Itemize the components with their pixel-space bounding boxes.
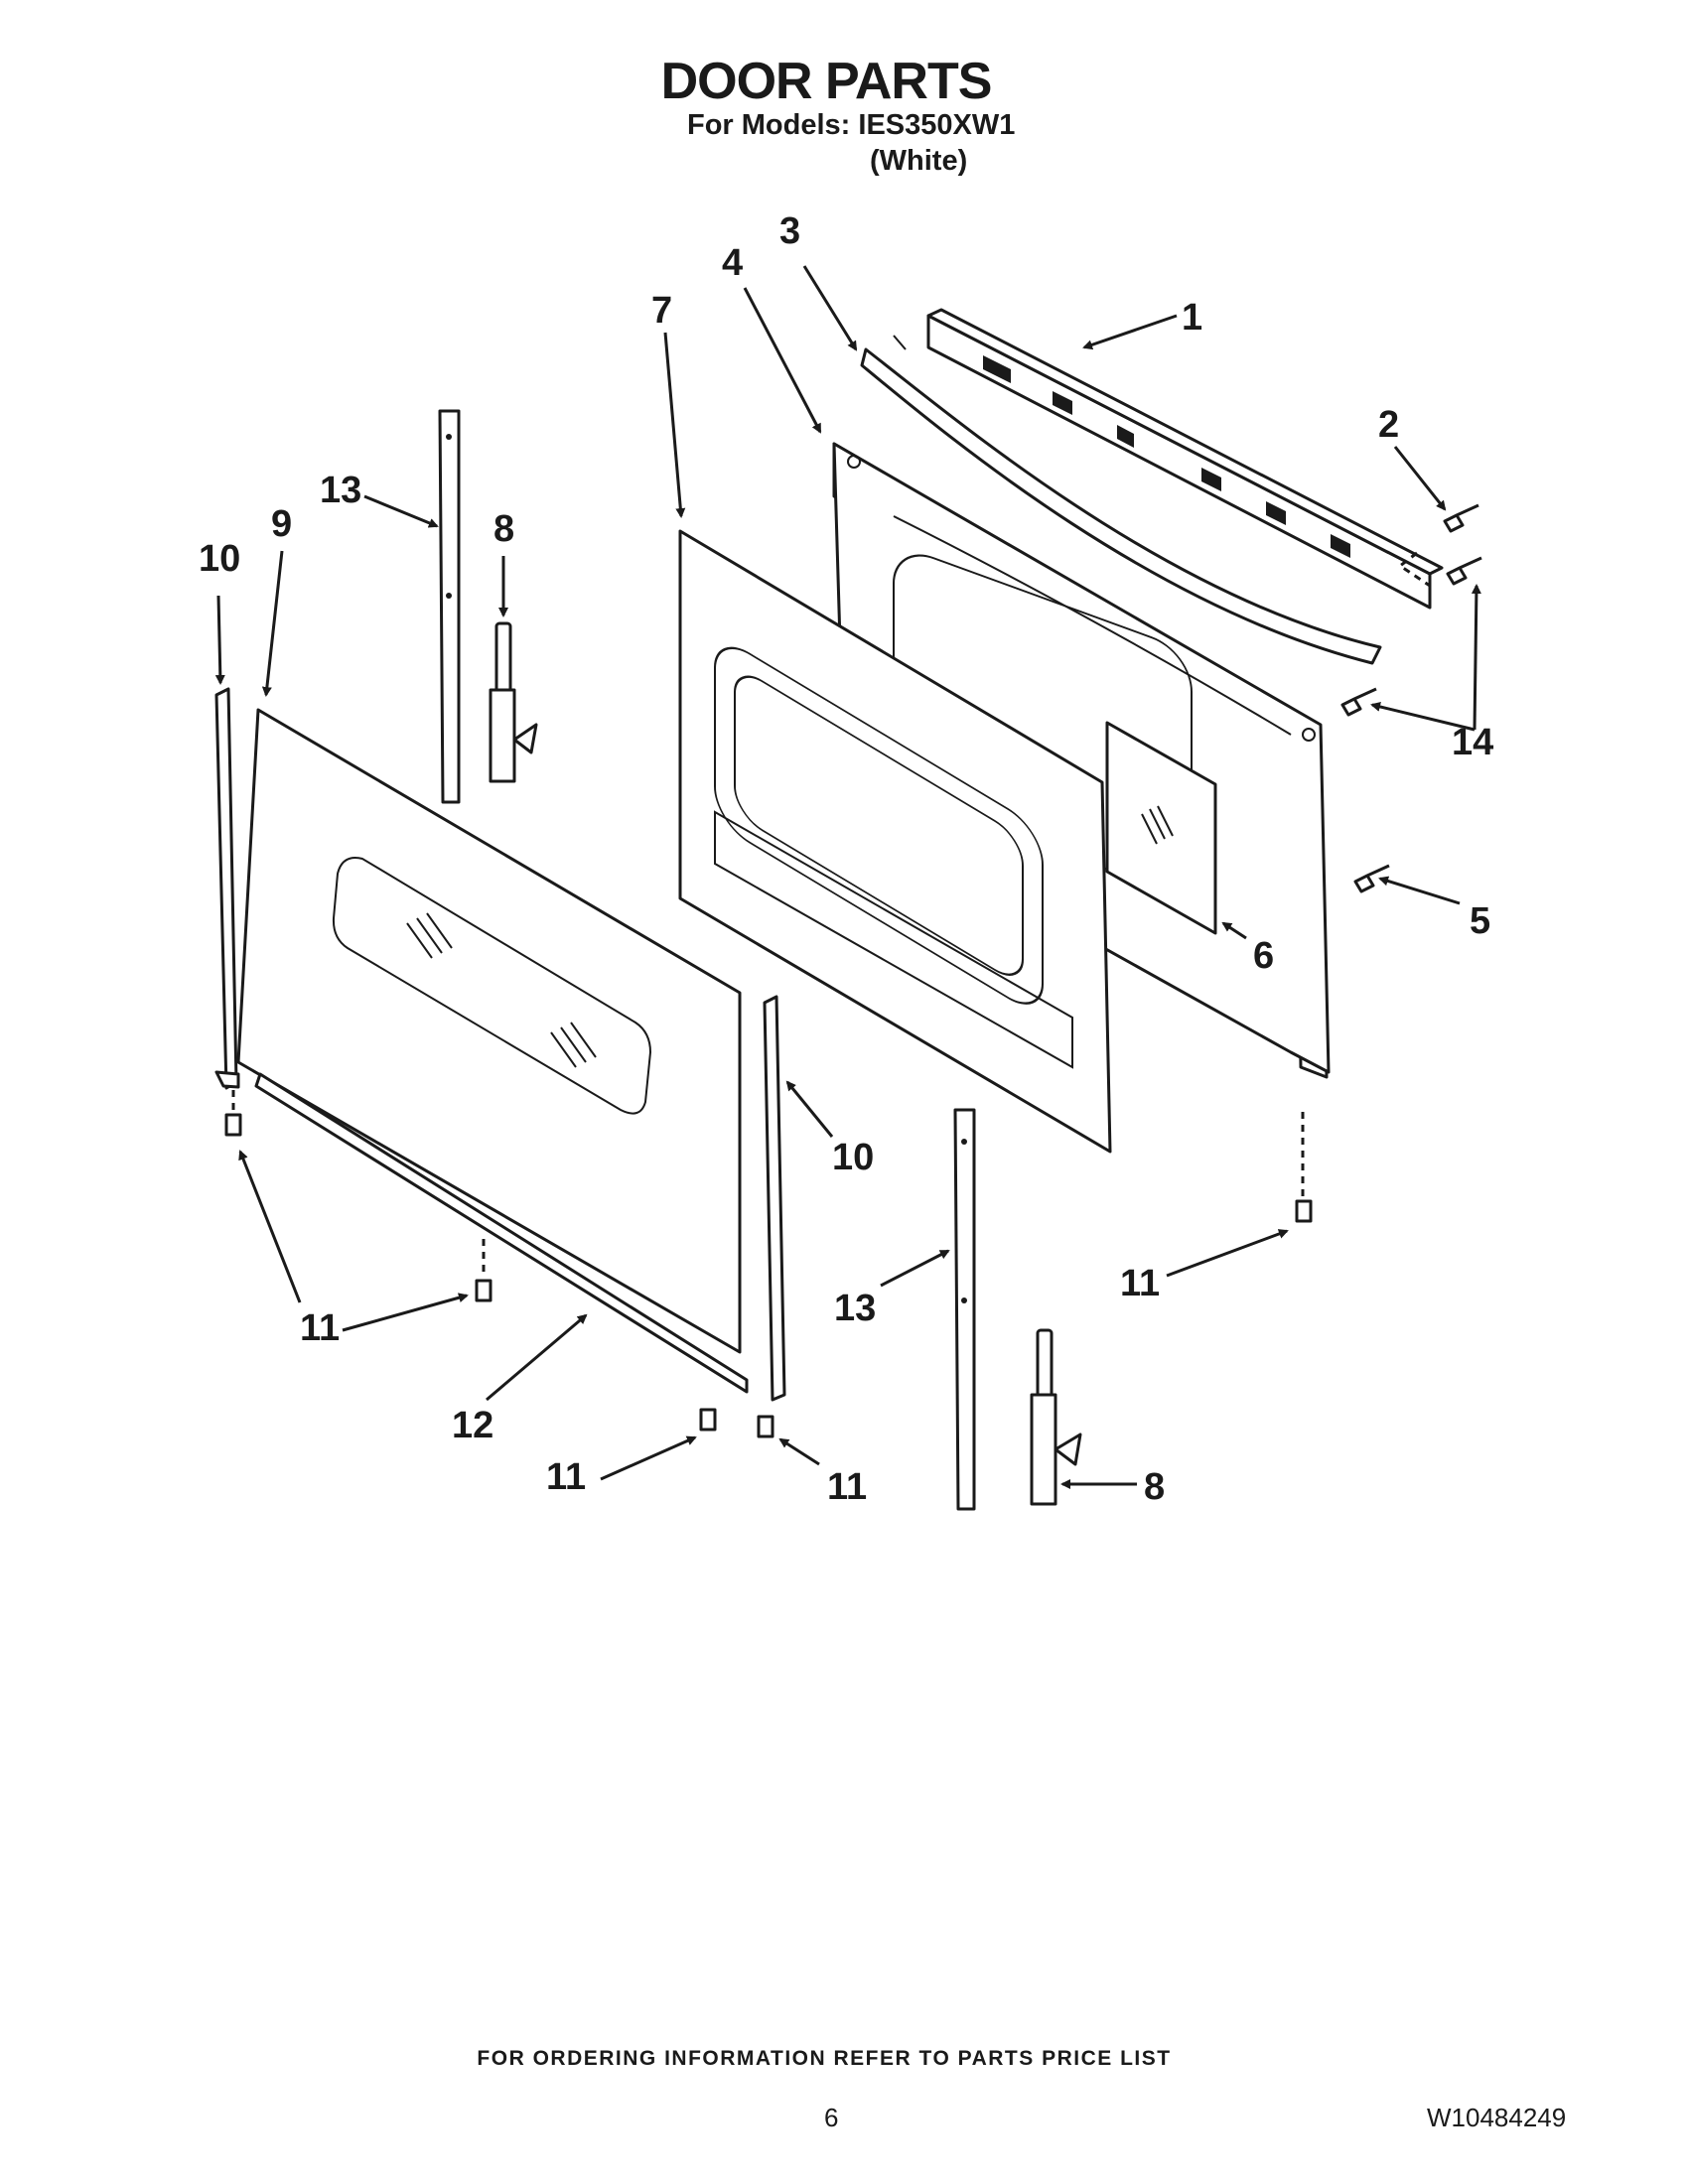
callout-12: 12 [452, 1405, 493, 1446]
callout-3: 3 [779, 210, 800, 252]
callout-8-lower: 8 [1144, 1466, 1165, 1508]
bottom-trim-part [254, 1072, 749, 1394]
document-number: W10484249 [1427, 2103, 1567, 2132]
callout-6: 6 [1253, 935, 1274, 977]
callout-13-lower: 13 [834, 1288, 876, 1329]
callout-11-bottom-left: 11 [546, 1456, 586, 1498]
callout-14: 14 [1452, 722, 1493, 763]
callout-2: 2 [1378, 404, 1399, 446]
callout-5: 5 [1470, 900, 1490, 942]
outer-door-glass-part [236, 708, 742, 1354]
callout-10-right: 10 [832, 1137, 874, 1178]
callout-7: 7 [651, 290, 672, 332]
vent-panel-part [926, 308, 1444, 610]
leader-lines [214, 265, 1481, 1489]
callout-11-left: 11 [300, 1307, 340, 1349]
callout-4: 4 [722, 242, 743, 284]
hinge-lower-part [1030, 1328, 1082, 1506]
door-liner-part [678, 529, 1112, 1154]
ordering-note: FOR ORDERING INFORMATION REFER TO PARTS … [477, 2047, 1172, 2070]
model-line: For Models: IES350XW1 [687, 109, 1016, 141]
hinge-receiver-upper-part [438, 409, 461, 804]
callout-13-upper: 13 [320, 470, 361, 511]
page-number: 6 [824, 2103, 839, 2132]
callout-10-left: 10 [199, 538, 240, 580]
side-trim-left-part [214, 687, 240, 1090]
hinge-receiver-lower-part [953, 1108, 976, 1511]
hinge-upper-part [489, 621, 538, 783]
callout-11-right: 11 [1120, 1263, 1160, 1304]
callout-9: 9 [271, 503, 292, 545]
page-title: DOOR PARTS [660, 53, 993, 110]
callout-1: 1 [1182, 297, 1202, 339]
side-trim-right-part [763, 995, 786, 1402]
window-glass-part [1105, 721, 1217, 935]
callout-11-bottom-right: 11 [827, 1466, 867, 1508]
door-trim-part [860, 335, 1382, 665]
screw-part [224, 503, 1482, 1438]
model-variant: (White) [870, 145, 968, 177]
callout-8-upper: 8 [493, 508, 514, 550]
